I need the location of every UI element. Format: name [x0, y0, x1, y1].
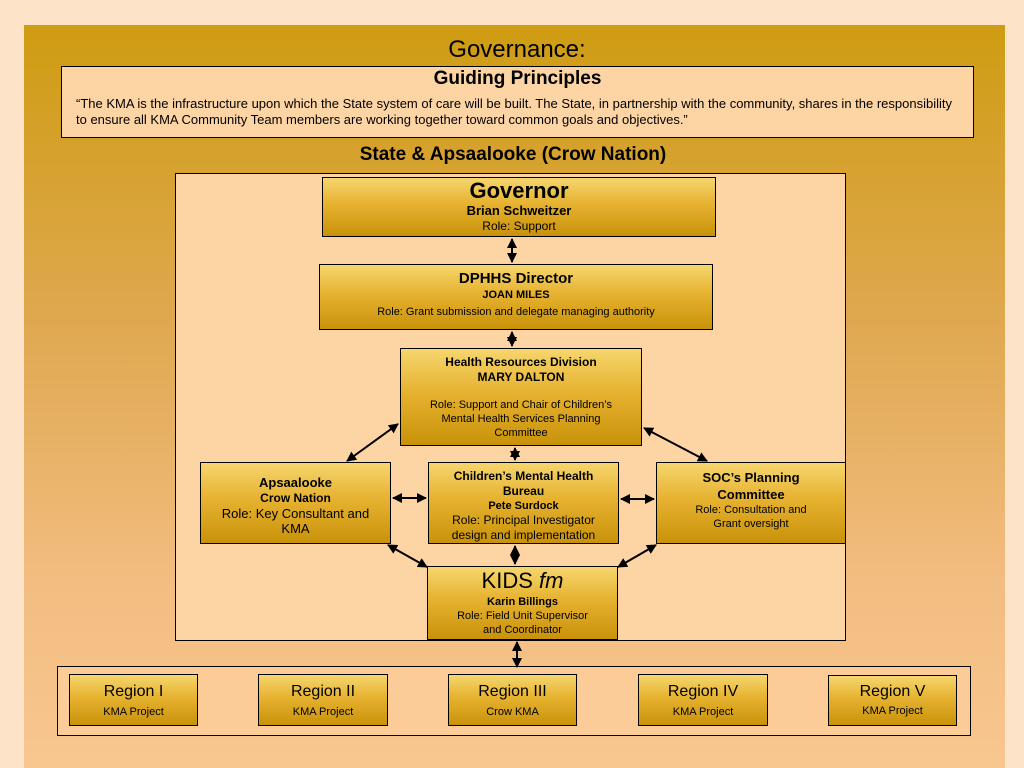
soc-role-line2: Grant oversight	[713, 518, 789, 530]
governor-box: Governor Brian Schweitzer Role: Support	[322, 177, 716, 237]
childrens-mental-health-bureau-box: Children’s Mental Health Bureau Pete Sur…	[428, 462, 619, 544]
hrd-name: MARY DALTON	[477, 370, 565, 384]
region-5-sub: KMA Project	[862, 705, 923, 717]
health-resources-division-box: Health Resources Division MARY DALTON Ro…	[400, 348, 642, 446]
cmhb-title-line2: Bureau	[502, 484, 545, 498]
apsaalooke-title: Apsaalooke	[259, 475, 332, 490]
dphhs-director-box: DPHHS Director JOAN MILES Role: Grant su…	[319, 264, 713, 330]
region-3-sub: Crow KMA	[486, 706, 539, 718]
governor-name: Brian Schweitzer	[466, 203, 572, 218]
region-4-box: Region IV KMA Project	[638, 674, 768, 726]
dphhs-title: DPHHS Director	[458, 270, 574, 287]
soc-role-line1: Role: Consultation and	[695, 504, 807, 516]
apsaalooke-box: Apsaalooke Crow Nation Role: Key Consult…	[200, 462, 391, 544]
cmhb-role-line2: design and implementation	[451, 528, 596, 542]
hrd-role-line3: Committee	[494, 427, 548, 439]
region-3-box: Region III Crow KMA	[448, 674, 577, 726]
dphhs-name: JOAN MILES	[482, 289, 550, 301]
cmhb-title-line1: Children’s Mental Health	[453, 469, 594, 483]
apsaalooke-role-line1: Role: Key Consultant and	[221, 506, 370, 521]
page-title: Governance:	[448, 36, 586, 63]
region-3-name: Region III	[478, 683, 547, 700]
hrd-role-line1: Role: Support and Chair of Children’s	[429, 399, 612, 411]
kids-title-text: KIDS	[481, 568, 533, 593]
region-4-sub: KMA Project	[672, 706, 734, 718]
guiding-principles-box: Guiding Principles “The KMA is the infra…	[61, 66, 974, 138]
guiding-principles-heading: Guiding Principles	[433, 68, 602, 89]
region-2-sub: KMA Project	[292, 706, 354, 718]
dphhs-role: Role: Grant submission and delegate mana…	[377, 306, 655, 318]
kids-fm-box: KIDS fm Karin Billings Role: Field Unit …	[427, 566, 618, 640]
apsaalooke-subtitle: Crow Nation	[260, 491, 331, 505]
region-2-box: Region II KMA Project	[258, 674, 388, 726]
kids-role-line1: Role: Field Unit Supervisor	[457, 610, 588, 622]
governor-role: Role: Support	[482, 219, 556, 233]
region-5-box: Region V KMA Project	[828, 675, 957, 726]
region-4-name: Region IV	[667, 683, 739, 700]
cmhb-name: Pete Surdock	[488, 500, 559, 512]
soc-title-line1: SOC’s Planning	[702, 470, 800, 485]
region-2-name: Region II	[290, 683, 356, 700]
region-5-name: Region V	[859, 683, 926, 700]
kids-name: Karin Billings	[487, 596, 558, 608]
kids-role-line2: and Coordinator	[483, 624, 562, 636]
guiding-principles-text: “The KMA is the infrastructure upon whic…	[76, 96, 952, 127]
kids-title-italic: fm	[539, 568, 564, 593]
hrd-role-line2: Mental Health Services Planning	[441, 413, 601, 425]
soc-planning-committee-box: SOC’s Planning Committee Role: Consultat…	[656, 462, 846, 544]
region-1-sub: KMA Project	[103, 706, 164, 718]
soc-title-line2: Committee	[717, 487, 785, 502]
cmhb-role-line1: Role: Principal Investigator	[452, 513, 595, 527]
hrd-title: Health Resources Division	[445, 355, 597, 369]
governor-title: Governor	[469, 178, 569, 203]
diagram-subtitle: State & Apsaalooke (Crow Nation)	[359, 144, 667, 165]
region-1-box: Region I KMA Project	[69, 674, 198, 726]
region-1-name: Region I	[103, 683, 164, 700]
kids-title: KIDS fm	[428, 568, 617, 593]
apsaalooke-role-line2: KMA	[281, 521, 310, 536]
